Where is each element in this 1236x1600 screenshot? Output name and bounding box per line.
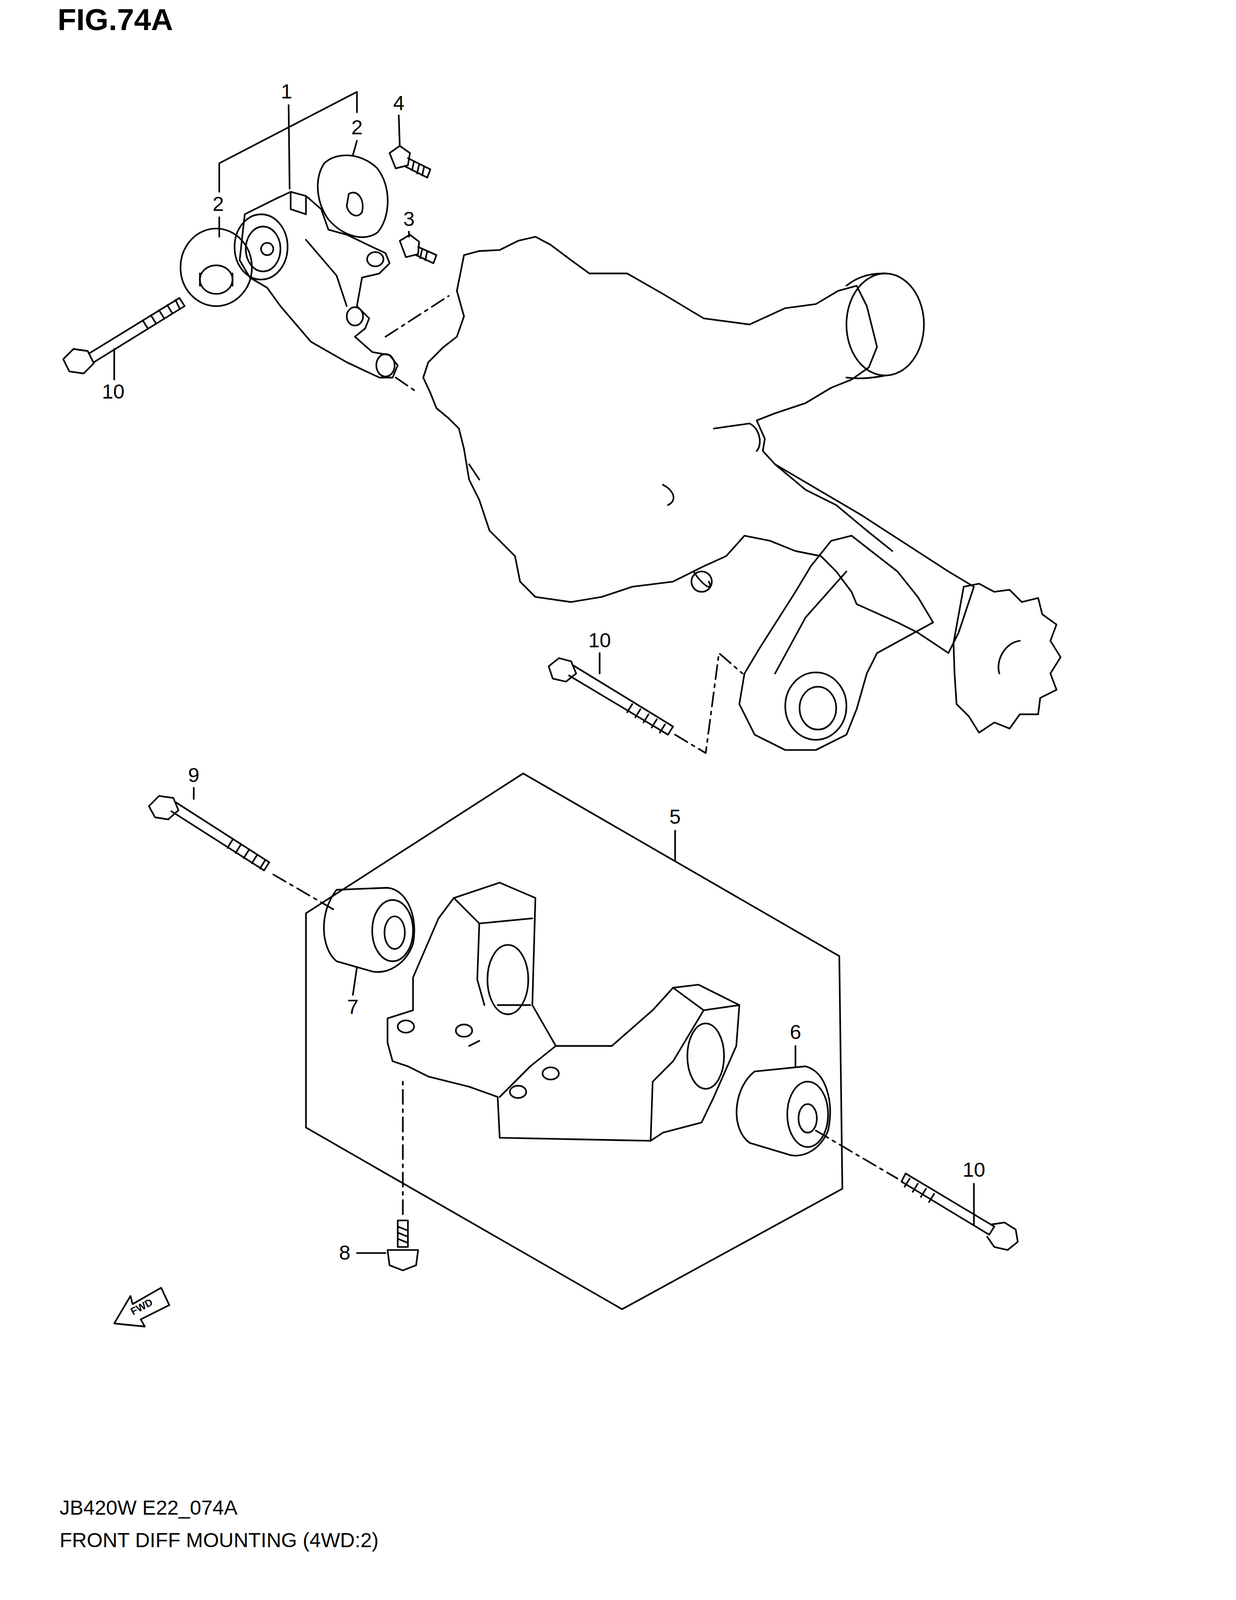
mount-bushing xyxy=(785,672,847,740)
leader-line xyxy=(973,1183,975,1224)
callout-number: 2 xyxy=(211,192,226,216)
callout-number: 2 xyxy=(349,116,365,139)
leader-line xyxy=(674,830,676,860)
forward-arrow xyxy=(114,1287,170,1327)
leader-line xyxy=(356,1251,386,1254)
callout-number: 4 xyxy=(391,91,406,114)
leader-line xyxy=(288,105,290,190)
front-mount xyxy=(239,191,398,378)
leader-line xyxy=(408,231,410,238)
crossmember xyxy=(387,882,740,1141)
leader-line xyxy=(352,140,357,155)
mount-bushing xyxy=(234,214,288,280)
group-bracket xyxy=(219,91,357,192)
callout-number: 5 xyxy=(667,805,682,828)
washer-hole xyxy=(346,192,363,216)
washer-hole xyxy=(199,265,233,294)
drawing-code: JB420W E22_074A xyxy=(58,1496,239,1519)
leader-line xyxy=(598,652,601,674)
washer xyxy=(317,155,388,238)
callout-number: 1 xyxy=(279,80,294,103)
leader-line xyxy=(398,115,400,146)
callout-number: 9 xyxy=(186,763,201,787)
differential-housing xyxy=(423,236,974,653)
long-bolt xyxy=(63,298,185,374)
callout-number: 6 xyxy=(788,1020,803,1044)
leader-line xyxy=(218,217,221,237)
leader-line xyxy=(794,1045,796,1067)
rear-mount-arm xyxy=(739,535,934,750)
assembly-outline xyxy=(305,773,843,1309)
flange-bolt xyxy=(387,1220,419,1270)
axle-flange xyxy=(953,583,1061,733)
callout-number: 7 xyxy=(345,995,360,1018)
pinion-flange xyxy=(846,273,924,376)
long-bolt xyxy=(148,795,270,871)
long-bolt xyxy=(901,1172,1018,1250)
figure-caption: FRONT DIFF MOUNTING (4WD:2) xyxy=(58,1528,381,1552)
callout-number: 10 xyxy=(100,380,127,403)
bushing xyxy=(736,1065,831,1156)
leader-line xyxy=(192,787,195,799)
leader-line xyxy=(113,348,115,380)
bushing xyxy=(323,887,415,972)
figure-title: FIG.74A xyxy=(56,2,175,37)
callout-number: 10 xyxy=(586,629,613,652)
callout-number: 3 xyxy=(401,207,416,231)
callout-number: 10 xyxy=(961,1158,987,1181)
leader-line xyxy=(352,966,357,995)
flange-bolt xyxy=(389,145,431,178)
long-bolt xyxy=(548,657,674,735)
callout-number: 8 xyxy=(337,1241,352,1264)
flange-bolt xyxy=(399,234,437,264)
